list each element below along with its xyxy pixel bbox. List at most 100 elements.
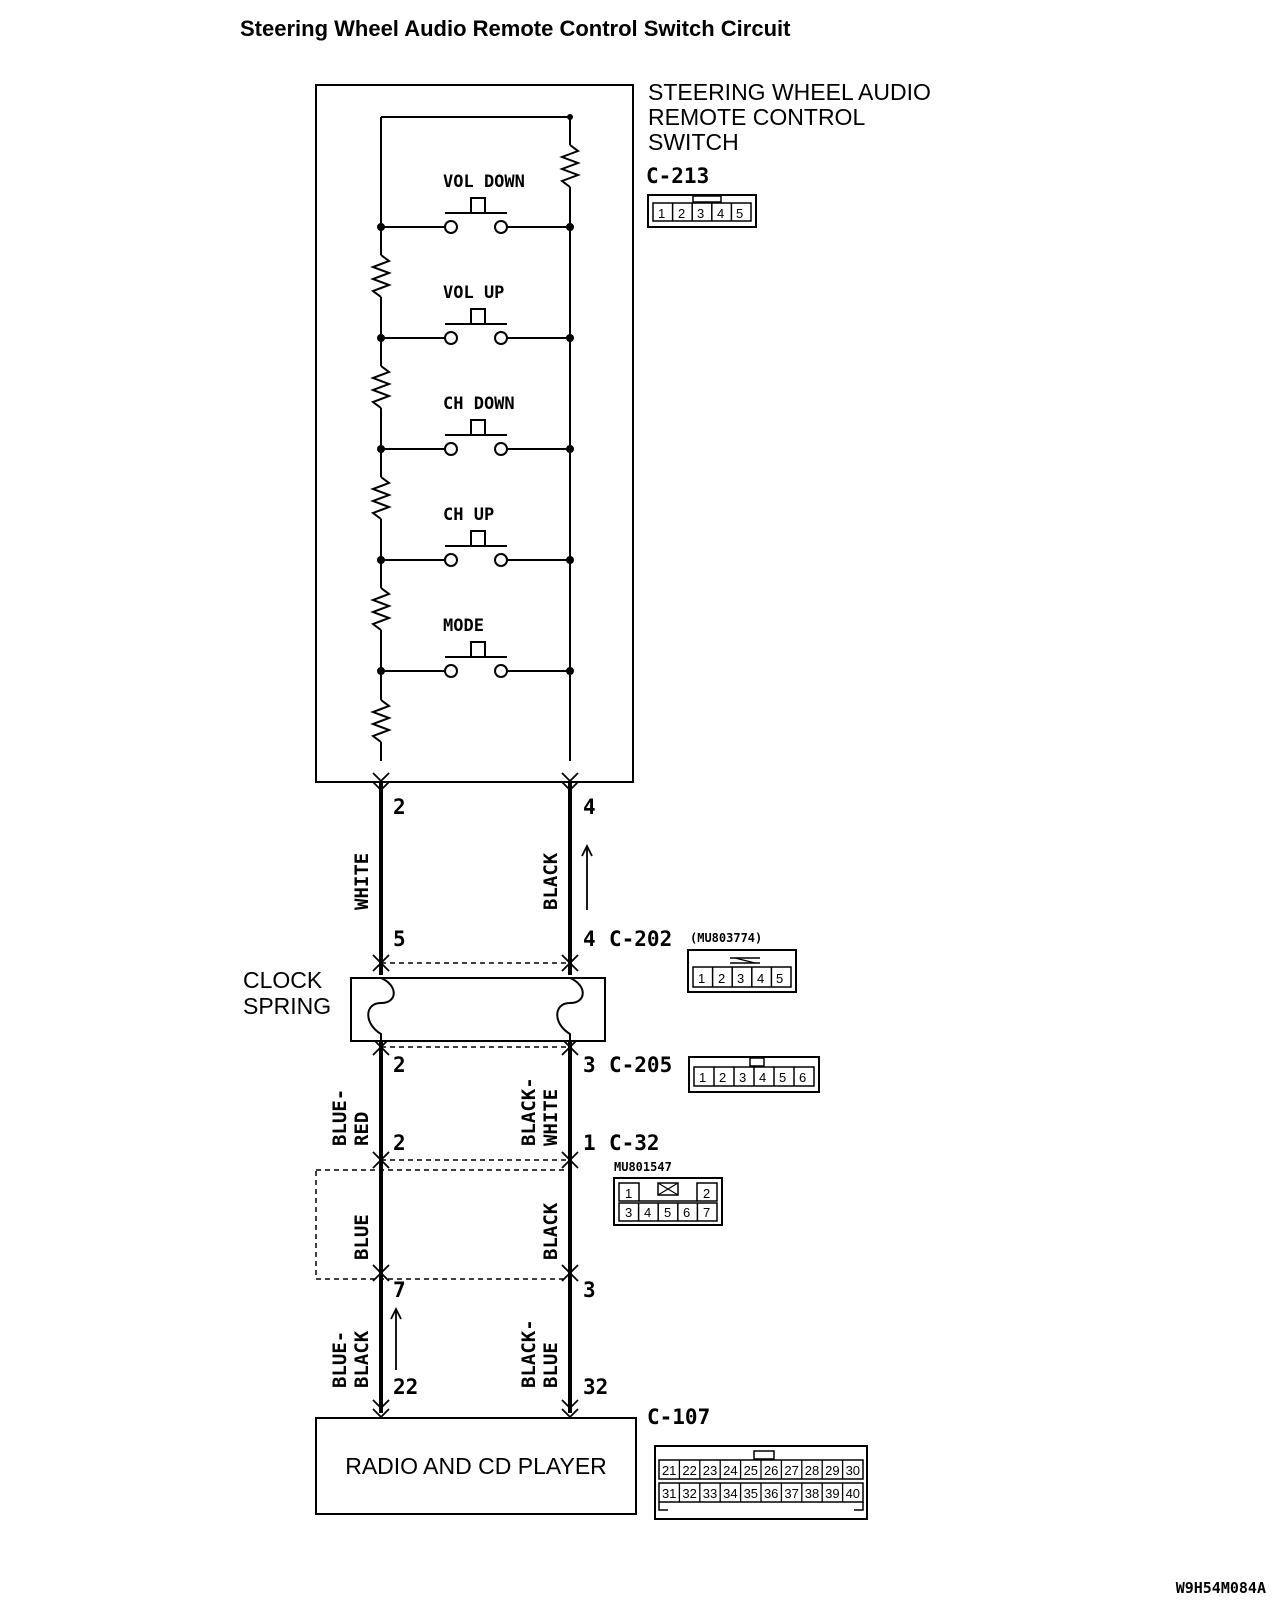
c107-pin: 28 bbox=[805, 1463, 819, 1478]
c107-pin: 40 bbox=[846, 1486, 860, 1501]
c202-pin-4: 4 bbox=[757, 971, 764, 986]
pin-right-top: 4 bbox=[583, 795, 596, 819]
current-flow-arrows bbox=[390, 843, 593, 1370]
wire-color-seg3-left: BLUE bbox=[351, 1214, 373, 1260]
c107-pin: 30 bbox=[846, 1463, 860, 1478]
c107-pin: 38 bbox=[805, 1486, 819, 1501]
wire-color-seg2-left-line-2: RED bbox=[351, 1112, 373, 1146]
wire-color-seg2-left-line-1: BLUE- bbox=[329, 1089, 351, 1146]
switch-vol-up bbox=[377, 308, 574, 345]
c205-pin-4: 4 bbox=[759, 1070, 766, 1085]
c107-pin: 22 bbox=[682, 1463, 696, 1478]
connector-part-c202: (MU803774) bbox=[690, 931, 762, 945]
switch-unit-name-line-2: REMOTE CONTROL bbox=[648, 104, 865, 130]
switch-label-ch-up: CH UP bbox=[443, 505, 494, 525]
switch-label-ch-down: CH DOWN bbox=[443, 394, 515, 414]
diagram-title: Steering Wheel Audio Remote Control Swit… bbox=[240, 16, 791, 41]
wire-color-seg1-left: WHITE bbox=[351, 853, 373, 910]
resistor-r4 bbox=[370, 587, 392, 631]
c107-pin: 26 bbox=[764, 1463, 778, 1478]
c205-pin-2: 2 bbox=[719, 1070, 726, 1085]
switch-unit-name-line-3: SWITCH bbox=[648, 129, 739, 155]
c32-pin-6: 6 bbox=[683, 1205, 690, 1220]
wire-color-seg4-right-line-1: BLACK- bbox=[518, 1319, 540, 1388]
resistor-r2 bbox=[370, 365, 392, 409]
switch-mode bbox=[377, 641, 574, 678]
resistor-r0 bbox=[559, 144, 581, 188]
c213-pin-2: 2 bbox=[678, 206, 685, 221]
c213-pin-3: 3 bbox=[697, 206, 704, 221]
connector-part-c32: MU801547 bbox=[614, 1160, 672, 1174]
connector-id-c202: C-202 bbox=[609, 927, 672, 951]
connector-c32-face: MU801547 1 2 3 4 5 6 7 bbox=[613, 1160, 723, 1226]
c213-pin-4: 4 bbox=[717, 206, 724, 221]
dashed-connector-outlines bbox=[315, 962, 571, 1280]
pin-right-lower: 3 bbox=[583, 1278, 596, 1302]
c213-pin-5: 5 bbox=[736, 206, 743, 221]
clock-spring bbox=[350, 977, 606, 1042]
c202-pin-3: 3 bbox=[737, 971, 744, 986]
pin-left-top: 2 bbox=[393, 795, 406, 819]
c205-pin-5: 5 bbox=[779, 1070, 786, 1085]
c107-pin: 29 bbox=[825, 1463, 839, 1478]
c107-pin: 25 bbox=[744, 1463, 758, 1478]
pin-left-lower: 7 bbox=[393, 1278, 406, 1302]
switch-label-vol-up: VOL UP bbox=[443, 283, 504, 303]
pin-right-c205: 3 bbox=[583, 1053, 596, 1077]
clock-spring-label-line-2: SPRING bbox=[243, 993, 331, 1019]
c205-pin-1: 1 bbox=[699, 1070, 706, 1085]
c107-pin: 39 bbox=[825, 1486, 839, 1501]
c213-pin-1: 1 bbox=[658, 206, 665, 221]
c32-pin-7: 7 bbox=[703, 1205, 710, 1220]
switch-unit-box bbox=[315, 84, 634, 783]
c32-pin-5: 5 bbox=[664, 1205, 671, 1220]
wire-color-seg4-right-line-2: BLUE bbox=[540, 1342, 562, 1388]
c107-pin: 23 bbox=[703, 1463, 717, 1478]
pin-left-c202: 5 bbox=[393, 927, 406, 951]
connector-id-c205: C-205 bbox=[609, 1053, 672, 1077]
c32-pin-1: 1 bbox=[625, 1186, 632, 1201]
c107-pin: 24 bbox=[723, 1463, 737, 1478]
connector-c202-face: (MU803774) 1 2 3 4 5 bbox=[687, 931, 797, 993]
c32-pin-2: 2 bbox=[703, 1186, 710, 1201]
connector-c205-face: 1 2 3 4 5 6 bbox=[688, 1056, 820, 1093]
c107-pin: 37 bbox=[784, 1486, 798, 1501]
pin-left-c32: 2 bbox=[393, 1131, 406, 1155]
c107-pin: 33 bbox=[703, 1486, 717, 1501]
connector-id-c107: C-107 bbox=[647, 1405, 710, 1429]
wire-color-seg4-left-line-1: BLUE- bbox=[329, 1331, 351, 1388]
radio-unit: RADIO AND CD PLAYER bbox=[315, 1417, 637, 1515]
connector-id-c32: C-32 bbox=[609, 1131, 660, 1155]
junction-dot bbox=[567, 114, 573, 120]
resistor-r5 bbox=[370, 699, 392, 743]
pin-right-c202: 4 bbox=[583, 927, 596, 951]
c107-pin: 35 bbox=[744, 1486, 758, 1501]
pin-right-c32: 1 bbox=[583, 1131, 596, 1155]
switch-ch-down bbox=[377, 419, 574, 456]
resistors bbox=[370, 144, 581, 743]
c107-pin: 31 bbox=[662, 1486, 676, 1501]
harness-wires bbox=[379, 782, 572, 1413]
c205-pin-6: 6 bbox=[799, 1070, 806, 1085]
pin-left-c205: 2 bbox=[393, 1053, 406, 1077]
wire-color-seg3-right: BLACK bbox=[540, 1202, 562, 1260]
radio-unit-name: RADIO AND CD PLAYER bbox=[345, 1453, 607, 1479]
c202-pin-2: 2 bbox=[718, 971, 725, 986]
wire-color-seg4-left-line-2: BLACK bbox=[351, 1330, 373, 1388]
wire-color-seg2-right-line-1: BLACK- bbox=[518, 1077, 540, 1146]
c107-pin: 21 bbox=[662, 1463, 676, 1478]
pin-right-radio: 32 bbox=[583, 1375, 608, 1399]
resistor-r3 bbox=[370, 476, 392, 520]
switch-label-vol-down: VOL DOWN bbox=[443, 172, 525, 192]
switch-label-mode: MODE bbox=[443, 616, 484, 636]
c107-pin: 27 bbox=[784, 1463, 798, 1478]
switch-unit-name-line-1: STEERING WHEEL AUDIO bbox=[648, 79, 931, 105]
figure-code: W9H54M084A bbox=[1176, 1579, 1266, 1597]
connector-c213-face: 1 2 3 4 5 bbox=[647, 194, 757, 228]
c202-pin-1: 1 bbox=[698, 971, 705, 986]
wire-color-seg2-right-line-2: WHITE bbox=[540, 1089, 562, 1146]
wire-color-seg1-right: BLACK bbox=[540, 852, 562, 910]
c107-pin: 32 bbox=[682, 1486, 696, 1501]
